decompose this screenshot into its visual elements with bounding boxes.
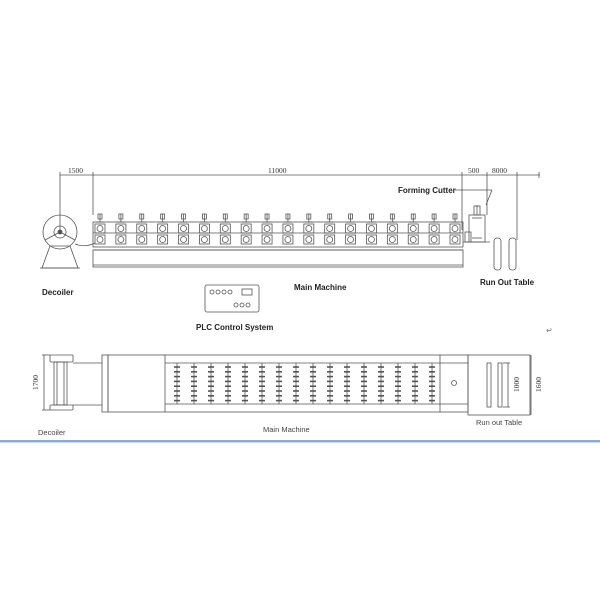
label-run-out-table: Run Out Table (480, 278, 535, 287)
label-forming-cutter: Forming Cutter (398, 186, 456, 195)
label-decoiler: Decoiler (42, 288, 74, 297)
page-separator (0, 440, 600, 443)
dim-decoiler-width: 1700 (31, 375, 40, 390)
roller-stations-plan (174, 363, 435, 404)
forming-cutter (455, 189, 493, 243)
label-plc-control-system: PLC Control System (196, 323, 274, 332)
plc-control-box (204, 284, 260, 313)
label-run-out-table-plan: Run out Table (476, 418, 523, 427)
dim-table-outer: 1600 (534, 377, 543, 392)
dim-cutter-gap: 500 (468, 166, 480, 175)
label-main-machine-plan: Main Machine (263, 425, 310, 434)
decoiler-side (40, 214, 96, 269)
label-decoiler-plan: Decoiler (38, 428, 66, 437)
main-machine-side (92, 221, 464, 268)
dimension-lines (59, 172, 540, 240)
label-main-machine: Main Machine (294, 283, 347, 292)
main-machine-plan (101, 354, 469, 413)
dim-main-machine-length: 11000 (268, 166, 287, 175)
run-out-table-side (493, 237, 517, 271)
decoiler-plan (42, 354, 102, 411)
dim-decoiler-gap: 1500 (68, 166, 83, 175)
dim-table-inner: 1000 (512, 377, 521, 392)
dim-run-out-length: 8000 (492, 166, 507, 175)
return-glyph: ↵ (546, 326, 553, 335)
run-out-table-plan (467, 354, 532, 416)
roller-stations-side (94, 213, 461, 245)
